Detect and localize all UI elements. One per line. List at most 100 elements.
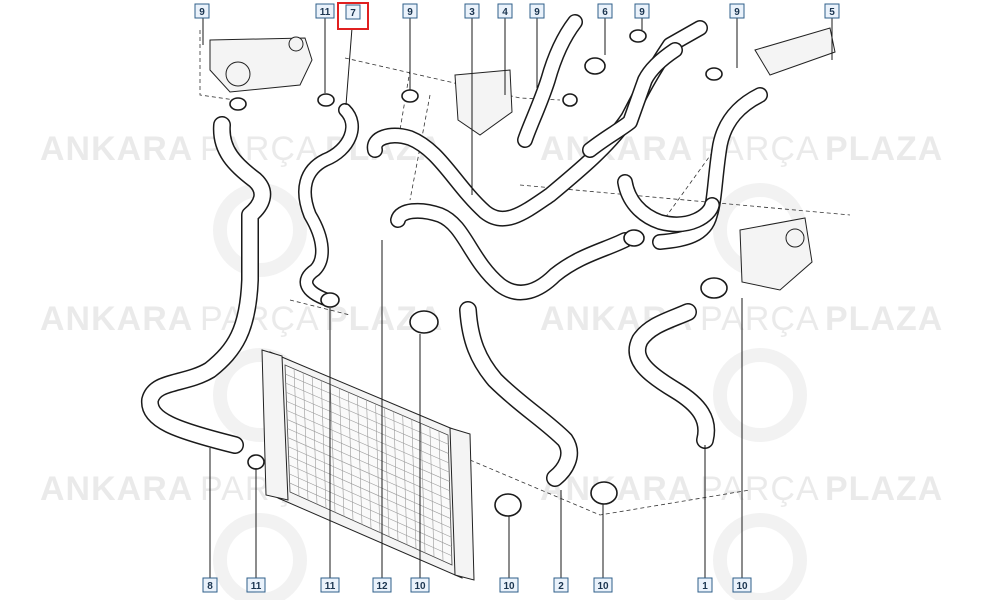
callout-7-highlighted[interactable]: 7 xyxy=(337,2,369,30)
clamp-icon xyxy=(590,481,618,505)
coolant-hoses xyxy=(140,14,768,487)
hose-1 xyxy=(628,303,716,449)
callout-box xyxy=(315,3,335,19)
radiator-fin xyxy=(287,428,451,501)
callout-label: 2 xyxy=(558,581,564,592)
clamp-icon xyxy=(494,493,522,517)
callout-label: 7 xyxy=(350,8,356,19)
hose-5b xyxy=(617,174,720,233)
radiator-fin xyxy=(288,464,452,538)
callout-11[interactable]: 11 xyxy=(320,577,340,593)
callout-box xyxy=(497,3,513,19)
callout-label: 10 xyxy=(503,581,515,592)
watermark-text: PARÇA xyxy=(200,300,320,338)
callout-label: 3 xyxy=(469,7,475,18)
radiator-fin xyxy=(289,473,452,547)
callout-3[interactable]: 3 xyxy=(464,3,480,19)
callout-2[interactable]: 2 xyxy=(553,577,569,593)
callout-10[interactable]: 10 xyxy=(732,577,752,593)
callout-box xyxy=(553,577,569,593)
callout-10[interactable]: 10 xyxy=(499,577,519,593)
clamp-icon xyxy=(229,97,247,111)
radiator-fin xyxy=(287,419,450,491)
hose-5 xyxy=(652,87,768,250)
callout-11[interactable]: 11 xyxy=(246,577,266,593)
callout-box xyxy=(499,577,519,593)
hose-12 xyxy=(390,202,633,301)
callout-9[interactable]: 9 xyxy=(634,3,650,19)
hose-7 xyxy=(298,103,360,307)
radiator-fin xyxy=(289,482,452,556)
callout-box xyxy=(729,3,745,19)
callout-label: 8 xyxy=(207,581,213,592)
hose-2 xyxy=(459,301,579,487)
callout-label: 10 xyxy=(736,581,748,592)
callout-11[interactable]: 11 xyxy=(315,3,335,19)
callout-10[interactable]: 10 xyxy=(410,577,430,593)
callout-10[interactable]: 10 xyxy=(593,577,613,593)
callout-label: 12 xyxy=(376,581,388,592)
callout-label: 11 xyxy=(320,7,331,18)
callout-4[interactable]: 4 xyxy=(497,3,513,19)
callout-5[interactable]: 5 xyxy=(824,3,840,19)
callout-label: 1 xyxy=(702,581,708,592)
callout-box xyxy=(529,3,545,19)
callout-box xyxy=(202,577,218,593)
clamp-icon xyxy=(317,93,335,107)
radiator xyxy=(261,349,475,581)
radiator-fin xyxy=(288,455,451,529)
callout-label: 4 xyxy=(502,7,508,18)
callout-1[interactable]: 1 xyxy=(697,577,713,593)
callout-6[interactable]: 6 xyxy=(597,3,613,19)
watermark-text: ANKARA xyxy=(40,470,193,508)
callout-9[interactable]: 9 xyxy=(194,3,210,19)
watermark-text: PARÇA xyxy=(700,300,820,338)
callout-box xyxy=(402,3,418,19)
watermark-text: PARÇA xyxy=(700,470,820,508)
callout-8[interactable]: 8 xyxy=(202,577,218,593)
radiator-fin xyxy=(287,437,451,510)
clamp-icon xyxy=(247,454,265,470)
callout-label: 11 xyxy=(325,581,336,592)
clamp-icon xyxy=(700,277,728,299)
callout-box xyxy=(597,3,613,19)
engine-fittings xyxy=(209,27,836,291)
callout-12[interactable]: 12 xyxy=(372,577,392,593)
callout-9[interactable]: 9 xyxy=(529,3,545,19)
callout-9[interactable]: 9 xyxy=(402,3,418,19)
radiator-fin xyxy=(286,401,450,473)
clamp-icon xyxy=(623,229,645,247)
callout-label: 9 xyxy=(199,7,205,18)
callout-box xyxy=(464,3,480,19)
callout-box xyxy=(320,577,340,593)
clamp-icon xyxy=(320,292,340,308)
clamp-icon xyxy=(629,29,647,43)
callout-label: 10 xyxy=(597,581,609,592)
callout-label: 11 xyxy=(251,581,262,592)
clamp-icon xyxy=(705,67,723,81)
clamp-icon xyxy=(562,93,578,107)
radiator-fin xyxy=(286,410,450,482)
callout-box xyxy=(634,3,650,19)
callout-box xyxy=(824,3,840,19)
part-callouts: 9 11 7 9 3 4 9 6 xyxy=(194,2,840,593)
callout-label: 9 xyxy=(639,7,645,18)
callout-box xyxy=(697,577,713,593)
hose-8 xyxy=(140,116,272,454)
clamp-icon xyxy=(584,57,606,75)
callout-label: 9 xyxy=(534,7,540,18)
watermark-text: PLAZA xyxy=(825,130,943,168)
callout-box xyxy=(372,577,392,593)
callout-label: 9 xyxy=(734,7,740,18)
callout-9[interactable]: 9 xyxy=(729,3,745,19)
callout-label: 9 xyxy=(407,7,413,18)
leader-lines xyxy=(202,18,833,578)
callout-box xyxy=(246,577,266,593)
callout-label: 5 xyxy=(829,7,835,18)
callout-box xyxy=(194,3,210,19)
clamp-icon xyxy=(401,89,419,103)
callout-label: 6 xyxy=(602,7,608,18)
highlight-frame xyxy=(337,2,369,30)
hose-clamps xyxy=(229,29,728,517)
